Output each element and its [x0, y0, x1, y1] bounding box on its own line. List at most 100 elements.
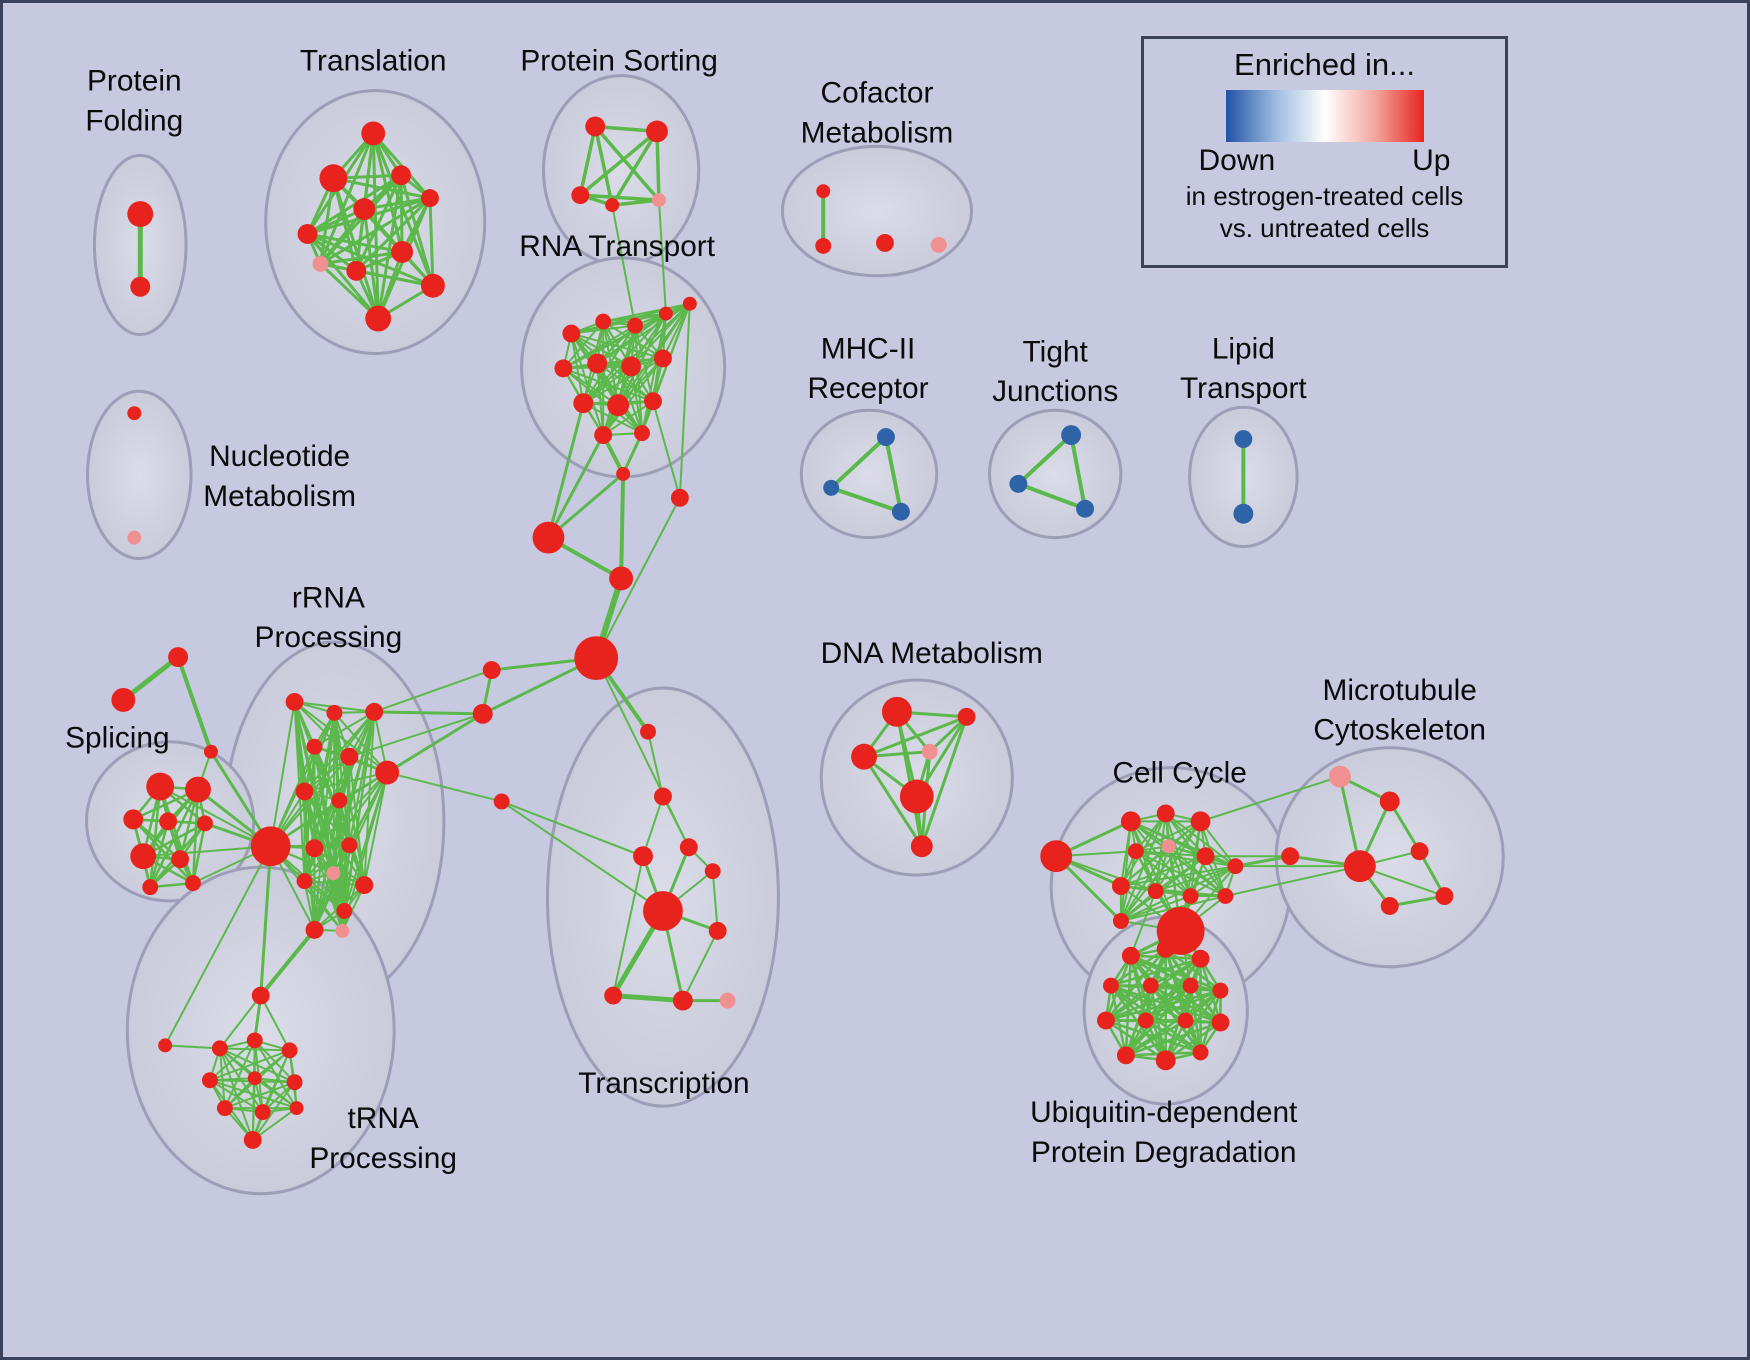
gene-set-node-102: [1190, 811, 1211, 832]
edge: [318, 196, 432, 266]
edge: [259, 994, 291, 1052]
gene-set-node-43: [1233, 503, 1254, 524]
gene-set-node-129: [1177, 1012, 1194, 1029]
edge: [1104, 984, 1153, 1022]
gene-set-node-104: [1161, 839, 1176, 854]
gene-set-node-87: [704, 863, 721, 880]
legend-up-label: Up: [1412, 144, 1451, 177]
edge: [142, 845, 272, 858]
cluster-label-tight-junctions: Tight: [1023, 335, 1089, 368]
edge: [1055, 855, 1157, 893]
edge: [1144, 989, 1222, 1022]
legend-gradient-bar: [1225, 90, 1424, 142]
edge: [1124, 1019, 1187, 1057]
cluster-label-cell-cycle: Cell Cycle: [1112, 757, 1246, 790]
edge: [1119, 845, 1170, 888]
gene-set-node-86: [633, 846, 653, 867]
gene-set-node-81: [289, 1101, 304, 1116]
gene-set-node-61: [305, 920, 324, 939]
edge: [829, 485, 903, 514]
edge: [1189, 865, 1237, 898]
gene-set-node-94: [957, 707, 976, 726]
edge: [647, 730, 664, 798]
edge: [920, 715, 969, 848]
gene-set-node-42: [1234, 430, 1253, 449]
cluster-label-protein-folding: Folding: [85, 104, 183, 137]
gene-set-node-108: [1147, 883, 1164, 900]
cluster-label-trna-processing: tRNA: [348, 1102, 419, 1135]
gene-set-node-132: [1155, 1050, 1176, 1071]
edge: [582, 365, 633, 405]
gene-set-node-25: [658, 306, 673, 321]
gene-set-node-22: [562, 324, 581, 343]
gene-set-node-56: [341, 837, 358, 854]
edge: [595, 496, 681, 660]
gene-set-node-54: [250, 826, 291, 867]
gene-set-node-33: [644, 392, 662, 411]
edge: [711, 870, 719, 932]
edge: [619, 471, 626, 581]
gene-set-node-130: [1211, 1013, 1230, 1032]
edge: [610, 198, 661, 207]
gene-set-node-134: [616, 466, 631, 481]
gene-set-node-14: [646, 120, 668, 143]
gene-set-node-29: [621, 356, 642, 377]
gene-set-node-126: [1212, 982, 1229, 999]
edge: [313, 844, 351, 931]
edge: [303, 880, 366, 887]
gene-set-node-72: [251, 986, 270, 1005]
gene-set-node-36: [876, 428, 895, 447]
edge: [363, 771, 389, 887]
gene-set-node-145: [158, 1038, 173, 1053]
gene-set-node-78: [286, 1074, 303, 1091]
gene-set-node-41: [1076, 499, 1095, 518]
edge: [655, 129, 661, 202]
gene-set-node-44: [127, 406, 142, 421]
gene-set-node-13: [585, 116, 606, 137]
gene-set-node-2: [361, 121, 386, 146]
gene-set-node-125: [1182, 977, 1199, 994]
edge: [218, 994, 262, 1050]
edge: [318, 250, 404, 266]
edge: [223, 1039, 256, 1110]
gene-set-node-59: [355, 876, 374, 895]
edge: [612, 855, 645, 997]
edge: [1199, 775, 1341, 823]
edge: [362, 196, 432, 211]
gene-set-node-46: [285, 692, 304, 711]
gene-set-node-52: [295, 782, 314, 801]
edge: [371, 131, 435, 288]
cluster-label-rrna-processing: Processing: [255, 621, 403, 654]
edge: [303, 745, 316, 883]
edge: [1119, 855, 1207, 888]
edge: [610, 993, 686, 1004]
gene-set-node-28: [587, 353, 608, 374]
edge: [258, 927, 317, 998]
gene-set-node-6: [353, 198, 376, 221]
edge: [1167, 845, 1192, 898]
gene-set-node-31: [573, 393, 594, 414]
edge: [269, 710, 376, 848]
gene-set-node-141: [493, 793, 510, 810]
gene-set-node-18: [816, 184, 831, 199]
edge: [306, 232, 358, 273]
cluster-label-dna-metabolism: DNA Metabolism: [821, 637, 1043, 670]
gene-set-node-23: [595, 313, 612, 330]
cluster-ellipse-dna-metabolism: [819, 678, 1014, 877]
gene-set-node-98: [910, 835, 933, 858]
gene-set-node-133: [1192, 1044, 1209, 1061]
cluster-label-splicing: Splicing: [65, 722, 170, 755]
cluster-label-microtubule-cytoskeleton: Cytoskeleton: [1313, 714, 1486, 747]
edge: [1144, 1019, 1202, 1054]
gene-set-node-19: [815, 237, 832, 254]
edge: [253, 1039, 298, 1110]
edge: [303, 710, 376, 793]
gene-set-node-92: [719, 992, 736, 1009]
gene-set-node-100: [1120, 811, 1141, 832]
gene-set-node-7: [421, 189, 439, 208]
gene-set-node-75: [281, 1042, 298, 1059]
edge: [1233, 854, 1292, 868]
gene-set-node-136: [532, 521, 565, 554]
edge: [354, 269, 435, 288]
